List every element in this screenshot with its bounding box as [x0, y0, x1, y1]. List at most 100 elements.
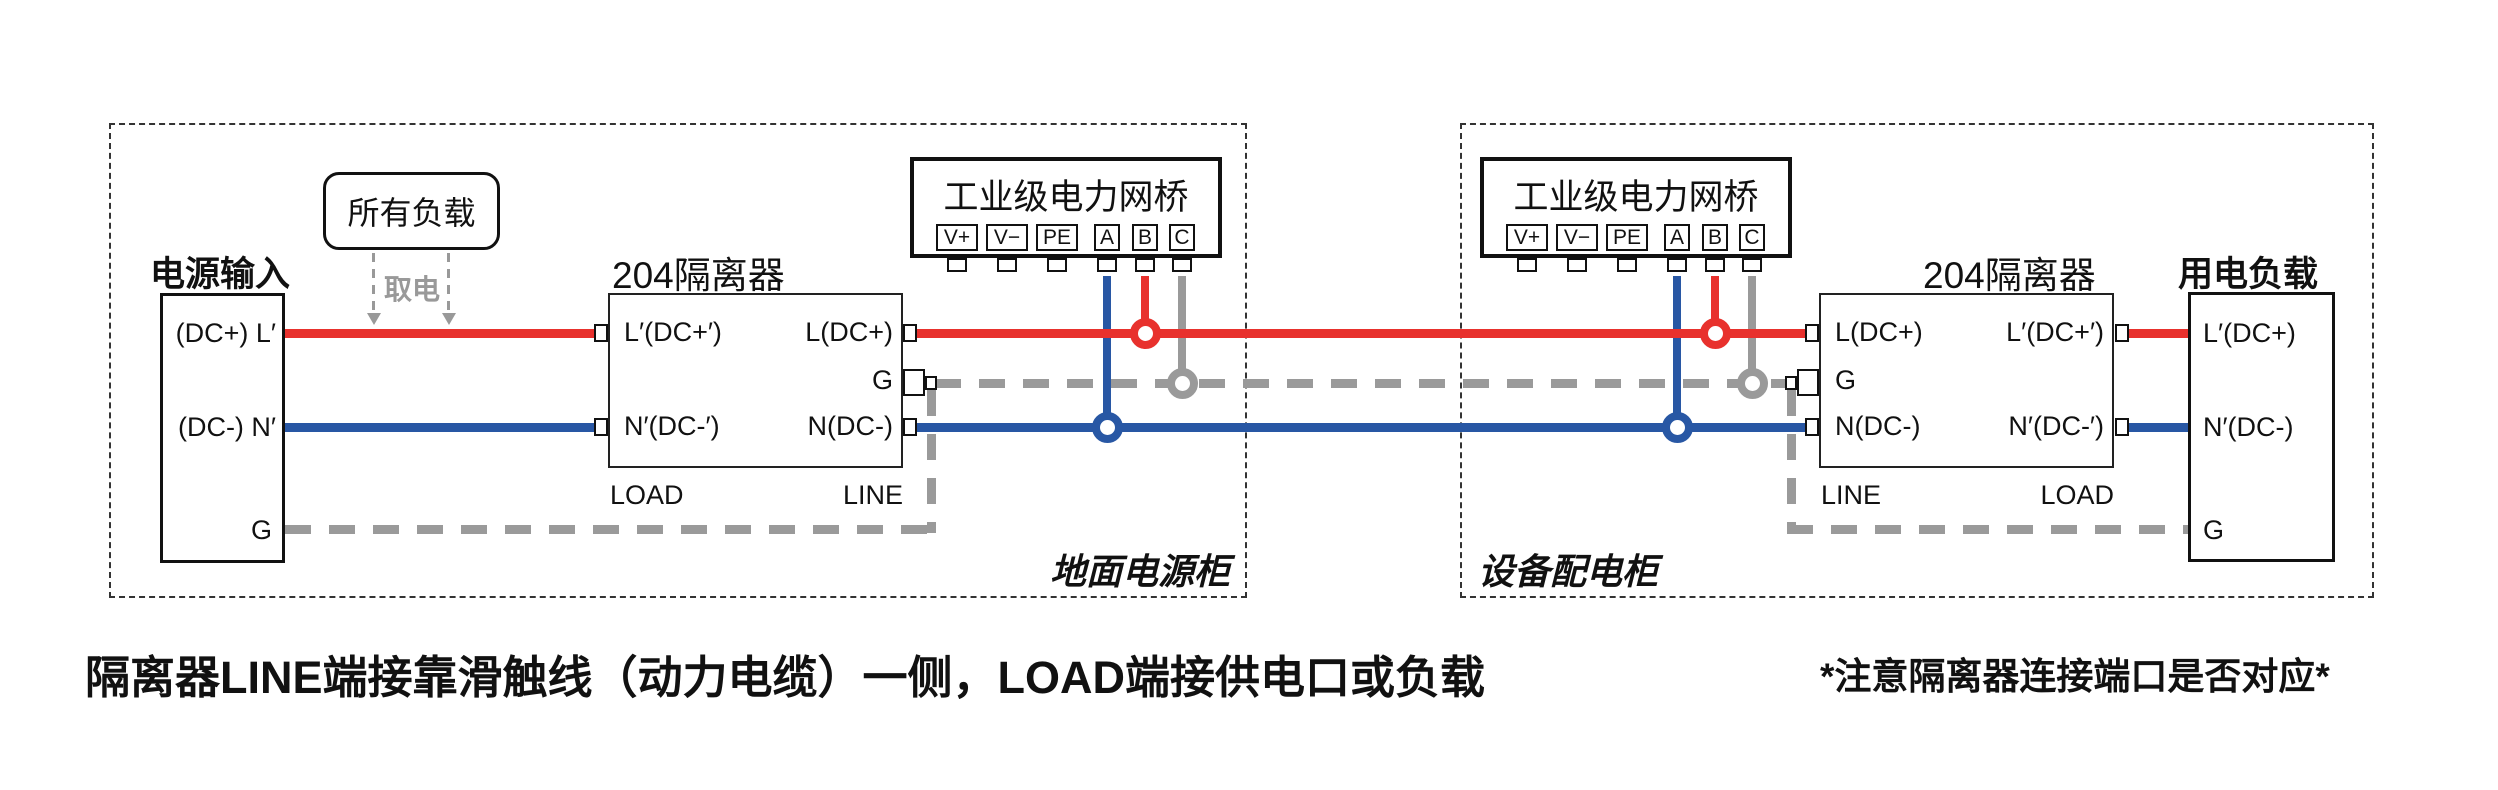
wire-bridge-right-b-drop [1711, 276, 1719, 337]
wire-bridge-left-b-drop [1141, 276, 1149, 337]
bridge-terminal-vplus: V+ [936, 224, 978, 251]
bridge-terminal-pe: PE [1036, 224, 1078, 251]
bridge-pin [1097, 258, 1117, 272]
note-text: *注意隔离器连接端口是否对应* [1820, 656, 2330, 697]
wire-g-left-bottom [285, 525, 936, 534]
terminal-stub [2115, 418, 2129, 436]
terminal-stub [2115, 324, 2129, 342]
caption-text: 隔离器LINE端接靠滑触线（动力电缆）一侧，LOAD端接供电口或负载 [85, 652, 1485, 703]
wire-g-left-down [927, 390, 936, 533]
power-input-box: (DC+) L′ (DC-) N′ G [160, 293, 285, 563]
junction-dot-right-c [1737, 368, 1768, 399]
isolator-right-line-minus: N(DC-) [1835, 411, 1921, 441]
ground-terminal-stub [925, 376, 937, 390]
bridge-terminal-c: C [1169, 224, 1195, 251]
load-box-title: 用电负载 [2178, 255, 2319, 294]
isolator-right-line-plus: L(DC+) [1835, 317, 1923, 347]
isolator-left-box: L′(DC+′) L(DC+) G N′(DC-′) N(DC-) [608, 293, 903, 468]
tap-arrow-left-head [367, 313, 381, 325]
isolator-right-load-plus: L′(DC+′) [2006, 317, 2104, 347]
bridge-terminal-c: C [1739, 224, 1765, 251]
bridge-terminal-pe: PE [1606, 224, 1648, 251]
isolator-right-load-minus: N′(DC-′) [2008, 411, 2104, 441]
terminal-stub [594, 418, 608, 436]
wire-g-right-bottom [1787, 525, 2190, 534]
isolator-right-title: 204隔离器 [1923, 255, 2096, 296]
all-loads-label: 所有负载 [347, 195, 476, 231]
wire-n-segment-2 [917, 423, 1805, 432]
isolator-right-load-side-label: LOAD [2040, 480, 2114, 510]
bridge-left-box: 工业级电力网桥 V+ V− PE A B C [910, 157, 1222, 258]
isolator-right-ground: G [1835, 365, 1857, 395]
isolator-right-box: L(DC+) L′(DC+′) G N(DC-) N′(DC-′) [1819, 293, 2114, 468]
bridge-pin [1567, 258, 1587, 272]
terminal-stub [1805, 324, 1819, 342]
wire-g-right-down [1787, 390, 1796, 533]
bridge-right-box: 工业级电力网桥 V+ V− PE A B C [1480, 157, 1792, 258]
bridge-pin [1047, 258, 1067, 272]
bridge-pin [1667, 258, 1687, 272]
bridge-terminal-vplus: V+ [1506, 224, 1548, 251]
terminal-stub [1805, 418, 1819, 436]
junction-dot-left-c [1167, 368, 1198, 399]
equipment-distribution-cabinet-label: 设备配电柜 [1478, 551, 1659, 592]
bridge-pin [997, 258, 1017, 272]
wire-l-segment-2 [917, 329, 1805, 338]
equipment-distribution-cabinet-outline [1460, 123, 2374, 598]
ground-power-cabinet-label: 地面电源柜 [1049, 551, 1230, 592]
tap-arrow-right-head [442, 313, 456, 325]
junction-dot-right-a [1662, 412, 1693, 443]
power-input-terminal-dc-minus: (DC-) N′ [177, 412, 276, 442]
load-box-terminal-ground: G [2203, 515, 2225, 545]
junction-dot-left-a [1092, 412, 1123, 443]
bridge-pin [1742, 258, 1762, 272]
tap-arrow-left-line [372, 253, 375, 313]
isolator-left-title: 204隔离器 [612, 255, 785, 296]
wire-bridge-left-a-drop [1103, 276, 1111, 432]
isolator-left-load-plus: L′(DC+′) [624, 317, 722, 347]
load-box: L′(DC+) N′(DC-) G [2188, 292, 2335, 562]
bridge-left-title: 工业级电力网桥 [943, 178, 1189, 217]
junction-dot-right-b [1700, 318, 1731, 349]
isolator-left-ground: G [871, 365, 893, 395]
junction-dot-left-b [1130, 318, 1161, 349]
bridge-terminal-b: B [1702, 224, 1728, 251]
wire-g-main [935, 379, 1785, 388]
bridge-pin [1517, 258, 1537, 272]
wire-n-segment-3 [2127, 423, 2190, 432]
isolator-left-line-plus: L(DC+) [805, 317, 893, 347]
bridge-terminal-a: A [1094, 224, 1120, 251]
tap-arrow-right-line [447, 253, 450, 313]
wire-l-segment-1 [285, 329, 596, 338]
isolator-left-load-side-label: LOAD [610, 480, 684, 510]
wire-bridge-right-a-drop [1673, 276, 1681, 432]
bridge-pin [947, 258, 967, 272]
ground-terminal-block [1797, 369, 1819, 396]
bridge-pin [1135, 258, 1155, 272]
ground-terminal-stub [1785, 376, 1797, 390]
terminal-stub [903, 324, 917, 342]
load-box-terminal-dc-minus: N′(DC-) [2203, 412, 2294, 442]
all-loads-box: 所有负载 [323, 172, 500, 250]
ground-power-cabinet-outline [109, 123, 1247, 598]
power-input-title: 电源输入 [150, 255, 291, 294]
bridge-terminal-vminus: V− [986, 224, 1028, 251]
bridge-terminal-b: B [1132, 224, 1158, 251]
isolator-left-line-side-label: LINE [842, 480, 903, 510]
tap-label: 取电 [384, 274, 441, 305]
power-input-terminal-dc-plus: (DC+) L′ [175, 318, 276, 348]
bridge-terminal-a: A [1664, 224, 1690, 251]
load-box-terminal-dc-plus: L′(DC+) [2203, 318, 2296, 348]
bridge-pin [1705, 258, 1725, 272]
ground-terminal-block [903, 369, 925, 396]
power-input-terminal-ground: G [250, 515, 272, 545]
wire-n-segment-1 [285, 423, 596, 432]
terminal-stub [903, 418, 917, 436]
wire-l-segment-3 [2127, 329, 2190, 338]
terminal-stub [594, 324, 608, 342]
bridge-terminal-vminus: V− [1556, 224, 1598, 251]
isolator-left-load-minus: N′(DC-′) [624, 411, 720, 441]
isolator-left-line-minus: N(DC-) [807, 411, 893, 441]
isolator-right-line-side-label: LINE [1821, 480, 1882, 510]
